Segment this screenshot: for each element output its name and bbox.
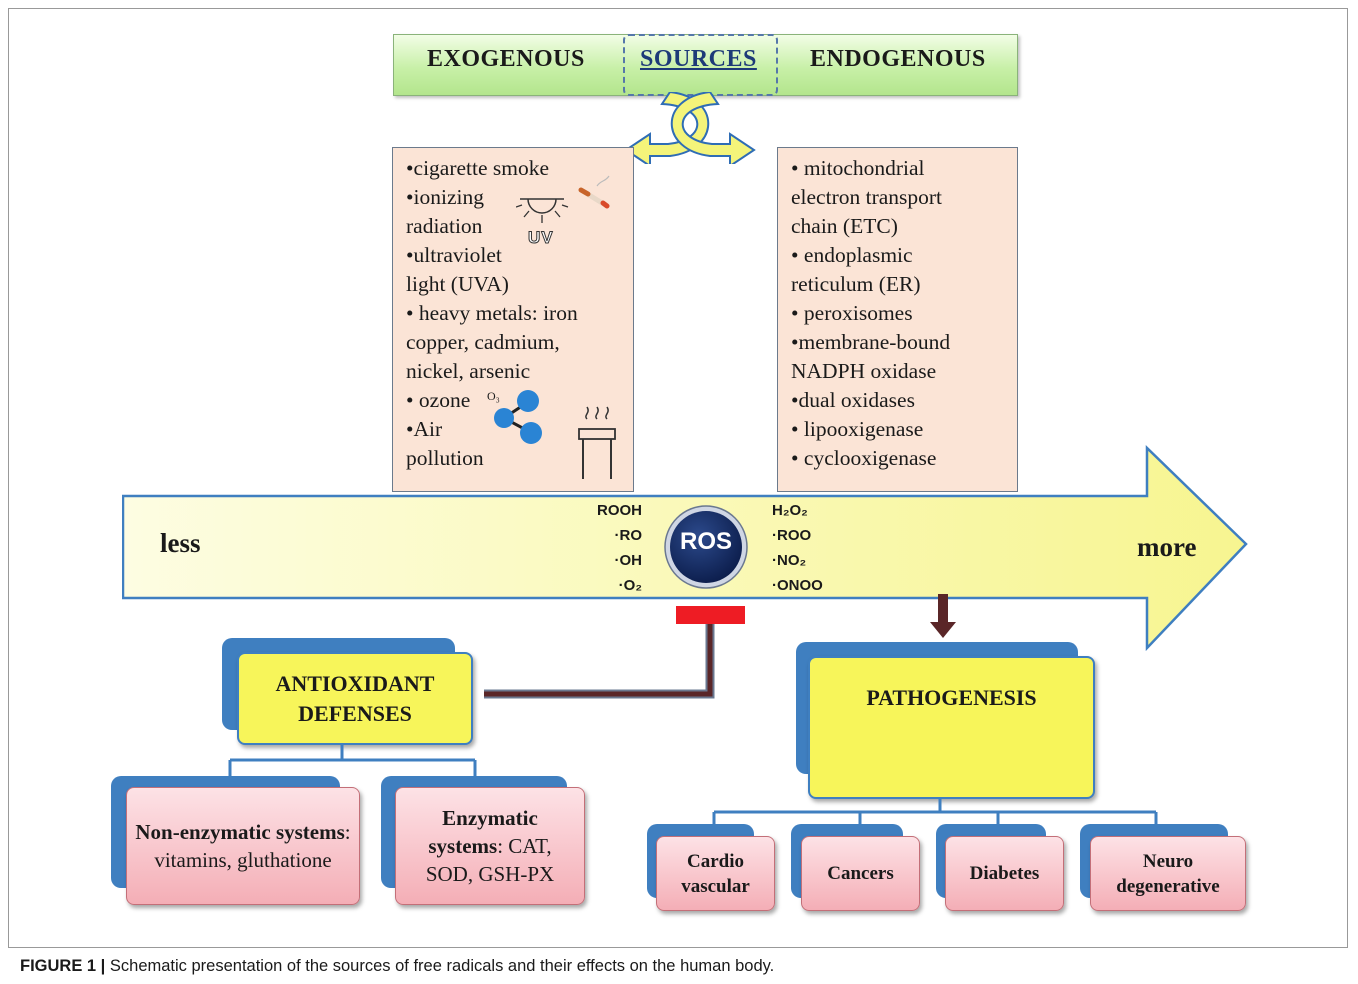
ros-species: H₂O₂ [772,502,808,519]
exo-item: pollution [406,446,484,470]
ros-species: ·ROO [772,527,812,544]
ros-species: ·RO [614,527,643,544]
nonenzymatic-detail: : vitamins, gluthatione [154,820,351,872]
disease-line2: degenerative [1116,875,1220,897]
figure-frame [8,8,1348,948]
exogenous-sources-box: •cigarette smoke •ionizing radiation •ul… [392,147,634,492]
endo-item: • peroxisomes [791,301,913,325]
defenses-title-line2: DEFENSES [298,700,412,726]
endo-item: electron transport [791,185,943,209]
inhibition-bar [676,606,745,624]
endogenous-label: ENDOGENOUS [810,46,986,72]
caption-text: Schematic presentation of the sources of… [105,957,775,975]
uv-label: UV [528,228,554,248]
pathogenesis-arrow [930,594,956,638]
exo-item: • heavy metals: iron [406,301,578,325]
disease-line1: Cardio [687,850,744,872]
disease-line1: Diabetes [969,862,1040,884]
endo-item: NADPH oxidase [791,359,937,383]
exo-item: •ultraviolet [406,243,502,267]
less-label: less [160,528,201,558]
enzymatic-box: Enzymatic systems: CAT, SOD, GSH-PX [395,787,585,905]
ros-left-species: ROOH ·RO ·OH ·O₂ [560,498,642,598]
exo-item: radiation [406,214,483,238]
defenses-title-line1: ANTIOXIDANT [275,670,435,696]
figure-caption: FIGURE 1 | Schematic presentation of the… [20,957,774,976]
exo-item: •Air [406,417,443,441]
enzymatic-title-line1: Enzymatic [442,806,538,830]
inhibition-connector [484,624,715,699]
exo-item: •cigarette smoke [406,156,550,180]
endo-item: chain (ETC) [791,214,898,238]
endo-item: • lipooxigenase [791,417,924,441]
ros-label: ROS [679,528,732,555]
disease-line1: Cancers [827,862,894,884]
endogenous-sources-box: • mitochondrial electron transport chain… [777,147,1018,492]
disease-box-diabetes: Diabetes [945,836,1064,911]
enzymatic-detail: : CAT, SOD, GSH-PX [425,834,555,886]
enzymatic-title-line2: systems [428,834,498,858]
caption-label: FIGURE 1 | [20,957,106,975]
disease-box-neurodegenerative: Neuro degenerative [1090,836,1246,911]
ozone-formula: O₃ [487,389,500,403]
disease-line2: vascular [681,875,750,897]
defenses-tree-lines [228,744,477,780]
endo-item: • endoplasmic [791,243,913,267]
endo-item: •dual oxidases [791,388,915,412]
ros-species: ·OH [614,552,643,569]
sources-title: SOURCES [640,46,757,72]
ozone-molecule-icon [494,390,542,444]
nonenzymatic-box: Non-enzymatic systems: vitamins, gluthat… [126,787,360,905]
ros-species: ·O₂ [618,577,642,594]
nonenzymatic-title: Non-enzymatic systems [135,820,345,844]
disease-line1: Neuro [1142,850,1194,872]
disease-box-cancers: Cancers [801,836,920,911]
chimney-pollution-icon [578,406,616,479]
ros-species: ·NO₂ [772,552,807,569]
cigarette-icon [578,175,610,209]
antioxidant-defenses-box: ANTIOXIDANT DEFENSES [237,652,473,745]
endo-item: • cyclooxigenase [791,446,937,470]
ros-right-species: H₂O₂ ·ROO ·NO₂ ·ONOO [772,498,862,598]
exo-item: nickel, arsenic [406,359,531,383]
exo-item: • ozone [406,388,471,412]
more-label: more [1137,532,1197,562]
exo-item: copper, cadmium, [406,330,560,354]
sun-radiation-icon [516,198,569,223]
disease-box-cardiovascular: Cardio vascular [656,836,775,911]
sources-highlight-box [623,34,778,96]
exogenous-label: EXOGENOUS [427,46,585,72]
endo-item: • mitochondrial [791,156,925,180]
pathogenesis-box: PATHOGENESIS [808,656,1095,799]
endo-item: reticulum (ER) [791,272,921,296]
pathogenesis-title: PATHOGENESIS [866,685,1037,710]
split-arrows [624,92,756,164]
ros-badge-icon [664,505,748,589]
right-curved-arrow [670,92,756,164]
ros-species: ·ONOO [772,577,823,594]
exo-item: •ionizing [406,185,484,209]
ros-species: ROOH [597,502,642,519]
endo-item: •membrane-bound [791,330,951,354]
pathogenesis-tree-lines [712,798,1158,832]
exo-item: light (UVA) [406,272,509,296]
